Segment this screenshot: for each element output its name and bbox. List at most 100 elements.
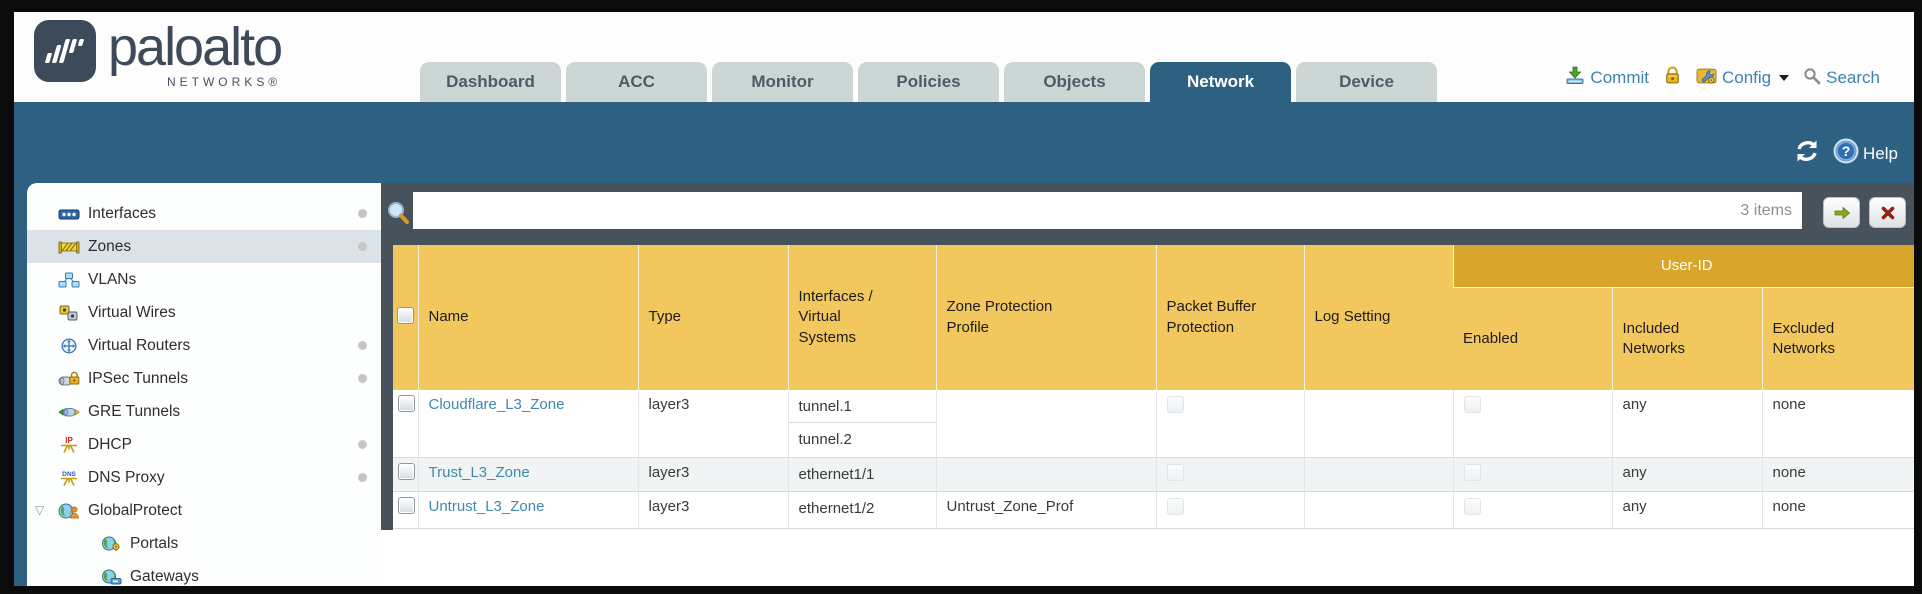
sidebar-item-label: GRE Tunnels: [88, 402, 181, 420]
tab-objects[interactable]: Objects: [1004, 62, 1145, 102]
globalprotect-icon: [57, 503, 81, 519]
zones-icon: [57, 239, 81, 255]
svg-text:DNS: DNS: [62, 471, 76, 478]
packet-buffer-protection-cell: [1156, 491, 1305, 529]
sidebar-item-dns-proxy[interactable]: DNS DNS Proxy: [27, 461, 381, 494]
tab-monitor[interactable]: Monitor: [712, 62, 853, 102]
column-header-excluded-networks[interactable]: Excluded Networks: [1761, 287, 1914, 390]
status-dot: [358, 473, 367, 482]
sidebar-item-label: DNS Proxy: [88, 468, 165, 486]
status-dot: [358, 374, 367, 383]
sidebar-item-portals[interactable]: Portals: [27, 527, 381, 560]
user-id-enabled-cell: [1453, 491, 1613, 529]
packet-buffer-checkbox: [1166, 463, 1184, 481]
paloalto-logo: paloalto NETWORKS®: [34, 17, 283, 89]
log-setting-cell: [1304, 390, 1454, 458]
table-row: Untrust_L3_Zone layer3 ethernet1/2 Untru…: [393, 491, 1914, 529]
row-checkbox[interactable]: [398, 496, 415, 514]
help-button[interactable]: ? Help: [1833, 138, 1898, 169]
sidebar-item-label: Portals: [130, 534, 179, 552]
log-setting-cell: [1304, 457, 1454, 492]
tab-network[interactable]: Network: [1150, 62, 1291, 102]
sidebar-item-interfaces[interactable]: Interfaces: [27, 197, 381, 230]
row-select-cell: [393, 390, 419, 458]
commit-icon: [1565, 66, 1585, 90]
row-checkbox[interactable]: [398, 462, 415, 480]
commit-button[interactable]: Commit: [1565, 66, 1649, 90]
sidebar-item-label: Zones: [88, 237, 132, 255]
search-icon: [1803, 67, 1821, 90]
interface-entry: ethernet1/1: [798, 465, 875, 483]
tab-policies[interactable]: Policies: [858, 62, 999, 102]
config-dropdown[interactable]: Config: [1696, 66, 1790, 90]
filter-input[interactable]: [413, 192, 1741, 229]
brand-subtitle: NETWORKS®: [166, 75, 282, 89]
tab-acc[interactable]: ACC: [566, 62, 707, 102]
sidebar-item-gre-tunnels[interactable]: GRE Tunnels: [27, 395, 381, 428]
status-dot: [358, 209, 367, 218]
column-header-packet-buffer-protection[interactable]: Packet Buffer Protection: [1155, 245, 1304, 390]
apply-filter-button[interactable]: [1823, 197, 1860, 228]
dhcp-icon: IP: [57, 436, 81, 454]
tab-device[interactable]: Device: [1296, 62, 1437, 102]
zones-content: 3 items Name Type Interfaces / Virtual S…: [381, 183, 1914, 586]
column-group-user-id: User-ID: [1452, 245, 1914, 288]
row-checkbox[interactable]: [398, 395, 415, 412]
search-button[interactable]: Search: [1803, 67, 1880, 90]
packet-buffer-checkbox: [1166, 497, 1184, 515]
sidebar-item-label: VLANs: [88, 270, 137, 288]
clear-filter-button[interactable]: [1869, 197, 1906, 228]
refresh-button[interactable]: [1793, 139, 1821, 168]
svg-text:?: ?: [1842, 143, 1851, 159]
zone-name-link[interactable]: Untrust_L3_Zone: [428, 497, 545, 515]
brand-name: paloalto: [108, 17, 283, 77]
table-row: Trust_L3_Zone layer3 ethernet1/1 any non…: [393, 457, 1914, 492]
zone-type-cell: layer3: [638, 457, 789, 492]
excluded-networks-cell: none: [1762, 491, 1914, 529]
status-dot: [358, 440, 367, 449]
select-all-checkbox[interactable]: [396, 307, 414, 324]
items-count: 3 items: [1740, 201, 1792, 219]
sidebar-item-ipsec-tunnels[interactable]: IPSec Tunnels: [27, 362, 381, 395]
sidebar-item-gateways[interactable]: Gateways: [27, 560, 381, 586]
zone-name-link[interactable]: Cloudflare_L3_Zone: [428, 396, 565, 413]
column-header-interfaces[interactable]: Interfaces / Virtual Systems: [787, 245, 936, 390]
zone-name-cell: Untrust_L3_Zone: [418, 491, 639, 529]
zone-name-cell: Cloudflare_L3_Zone: [418, 390, 639, 458]
column-header-enabled[interactable]: Enabled: [1453, 287, 1612, 390]
sidebar-item-zones[interactable]: Zones: [27, 230, 381, 263]
zone-protection-profile-cell: [936, 457, 1157, 492]
gateways-icon: [99, 569, 123, 585]
zone-type-cell: layer3: [638, 390, 789, 458]
zone-interfaces-cell: ethernet1/2: [787, 491, 937, 529]
column-header-name[interactable]: Name: [417, 245, 638, 390]
column-header-zone-protection-profile[interactable]: Zone Protection Profile: [935, 245, 1156, 390]
zone-interfaces-cell: tunnel.1 tunnel.2: [787, 390, 937, 458]
column-header-type[interactable]: Type: [637, 245, 788, 390]
zone-protection-profile-cell: [936, 390, 1157, 458]
column-header-log-setting[interactable]: Log Setting: [1303, 245, 1453, 390]
sidebar-item-vlans[interactable]: VLANs: [27, 263, 381, 296]
sidebar-item-label: Virtual Wires: [88, 303, 176, 321]
sidebar-item-virtual-routers[interactable]: Virtual Routers: [27, 329, 381, 362]
expander-triangle-icon[interactable]: ▽: [35, 503, 45, 517]
user-id-enabled-checkbox: [1463, 463, 1481, 481]
band-actions: ? Help: [1793, 138, 1898, 169]
network-sidebar: Interfaces Zones VLANs Virtual Wires Vir…: [27, 183, 381, 586]
table-left-gutter: [381, 245, 393, 530]
column-header-included-networks[interactable]: Included Networks: [1611, 287, 1762, 390]
lock-button[interactable]: [1663, 66, 1682, 90]
tab-dashboard[interactable]: Dashboard: [420, 62, 561, 102]
zones-table: Name Type Interfaces / Virtual Systems Z…: [393, 245, 1914, 529]
sidebar-item-dhcp[interactable]: IP DHCP: [27, 428, 381, 461]
search-label: Search: [1826, 68, 1880, 87]
sidebar-item-virtual-wires[interactable]: Virtual Wires: [27, 296, 381, 329]
sidebar-item-label: IPSec Tunnels: [88, 369, 188, 387]
sidebar-item-label: Virtual Routers: [88, 336, 191, 354]
user-id-enabled-checkbox: [1463, 396, 1481, 413]
zone-name-link[interactable]: Trust_L3_Zone: [428, 463, 530, 481]
sidebar-item-globalprotect[interactable]: ▽ GlobalProtect: [27, 494, 381, 527]
config-icon: [1696, 66, 1717, 90]
vlans-icon: [57, 272, 81, 288]
